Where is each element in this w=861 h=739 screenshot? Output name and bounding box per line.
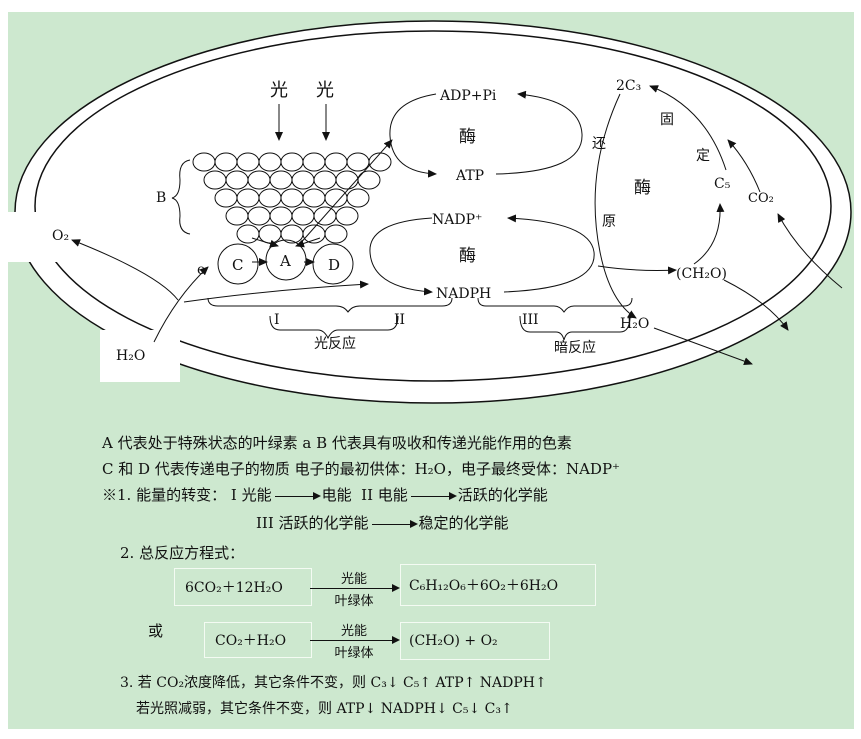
ch2o-label: (CH₂O)	[676, 266, 727, 282]
roman-2: II	[394, 312, 405, 328]
b-label: B	[156, 190, 166, 206]
dark-reaction-label: 暗反应	[554, 339, 596, 356]
condition-line-1: 3. 若 CO₂浓度降低，其它条件不变，则 C₃↓ C₅↑ ATP↑ NADPH…	[120, 675, 547, 691]
h2o-path	[153, 266, 209, 343]
o2-box	[8, 212, 76, 262]
roman-3: III	[522, 312, 539, 328]
c-label: C	[232, 256, 243, 274]
arrow-pigment-to-a-1	[251, 237, 279, 248]
eq2-right: (CH₂O) + O₂	[409, 633, 498, 649]
energy-iii-to: 稳定的化学能	[418, 514, 509, 532]
a-label: A	[279, 252, 291, 270]
chloroplast-inner	[34, 30, 832, 382]
co2-to-c5	[727, 139, 761, 193]
nadph-label: NADPH	[436, 286, 491, 302]
enzyme-top: 酶	[459, 127, 476, 147]
c3-label: 2C₃	[616, 78, 641, 94]
eq1-left-box: 6CO₂＋12H₂O	[174, 568, 312, 606]
note-line-2: C 和 D 代表传递电子的物质 电子的最初供体：H₂O，电子最终受体：NADP⁺	[102, 460, 620, 478]
atp-cycle-right	[495, 90, 583, 175]
h2o-out	[653, 327, 753, 366]
or-label: 或	[148, 622, 164, 640]
eq1-right-box: C₆H₁₂O₆＋6O₂＋6H₂O	[400, 564, 596, 606]
pigment-molecule	[346, 188, 370, 208]
h2o-left-label: H₂O	[116, 348, 145, 364]
h2o-box	[100, 330, 180, 382]
energy-ii-to: 活跃的化学能	[457, 486, 548, 504]
to-ch2o	[597, 265, 677, 275]
energy-line-2: III 活跃的化学能 稳定的化学能	[256, 512, 509, 533]
d-label: D	[328, 256, 340, 274]
energy-i-to: 电能	[321, 486, 352, 504]
nadp-cycle-left	[369, 217, 433, 296]
condition-line-2: 若光照减弱，其它条件不变，则 ATP↓ NADPH↓ C₅↓ C₃↑	[136, 701, 513, 717]
atp-cycle-left	[389, 93, 437, 178]
eq1-cond-top: 光能	[340, 572, 367, 587]
energy-i-label: I 光能	[230, 486, 272, 504]
brace-dark	[519, 315, 631, 341]
arrow-to-nadph	[183, 280, 369, 303]
c3-to-ch2o	[594, 93, 637, 319]
c5-to-c3	[649, 85, 727, 171]
eq2-cond-top: 光能	[340, 624, 367, 639]
ch2o-to-c5	[693, 203, 725, 265]
h2o-right-label: H₂O	[620, 316, 649, 332]
b-bracket	[171, 159, 191, 235]
arrow-a-to-atp	[297, 139, 393, 247]
eq1-condition: 光能 叶绿体	[310, 570, 400, 610]
eq2-cond-bottom: 叶绿体	[334, 646, 374, 661]
enzyme-mid: 酶	[459, 246, 476, 266]
energy-ii-arrow	[410, 491, 457, 500]
adp-pi-label: ADP+Pi	[439, 88, 497, 104]
energy-ii-label: II 电能	[361, 486, 408, 504]
arrow-pigment-to-a-2	[295, 237, 321, 248]
atp-label: ATP	[455, 168, 484, 184]
gu-label: 固	[660, 112, 674, 128]
energy-i-arrow	[274, 491, 321, 500]
energy-iii-label: III 活跃的化学能	[256, 514, 369, 532]
pigment-molecule	[335, 206, 359, 226]
huan-label: 还	[592, 136, 606, 152]
eq1-right: C₆H₁₂O₆＋6O₂＋6H₂O	[409, 578, 559, 594]
equation-title: 2. 总反应方程式：	[120, 544, 245, 562]
energy-line-1: ※1. 能量的转变： I 光能 电能 II 电能 活跃的化学能	[102, 484, 548, 505]
light-label-2: 光	[316, 80, 334, 101]
energy-title: ※1. 能量的转变：	[102, 486, 227, 504]
circle-c	[217, 243, 259, 285]
nadp-cycle-right	[503, 214, 595, 293]
pigment-molecule	[357, 170, 381, 190]
ch2o-out	[723, 279, 789, 331]
brace-iii	[477, 297, 633, 313]
eq1-cond-bottom: 叶绿体	[334, 594, 374, 609]
brace-light	[269, 315, 399, 340]
co2-label: CO₂	[748, 191, 774, 206]
nadp-plus-label: NADP⁺	[432, 212, 482, 228]
diagram-panel: 光 光 B A C D e O₂ H₂O ADP+Pi ATP 酶	[8, 12, 854, 729]
eq2-left: CO₂＋H₂O	[215, 633, 287, 649]
enzyme-right: 酶	[634, 178, 651, 198]
o2-path	[71, 239, 179, 301]
yuan-label: 原	[602, 214, 616, 230]
ding-label: 定	[696, 148, 710, 164]
eq1-left: 6CO₂＋12H₂O	[185, 580, 283, 596]
energy-iii-arrow	[371, 519, 418, 528]
photosynthesis-diagram: 光 光 B A C D e O₂ H₂O ADP+Pi ATP 酶	[8, 20, 852, 404]
light-label-1: 光	[270, 80, 288, 101]
co2-in	[777, 213, 843, 289]
pigment-molecule	[324, 224, 348, 244]
pigment-cluster	[192, 152, 392, 244]
o2-label: O₂	[52, 228, 69, 244]
note-line-1: A 代表处于特殊状态的叶绿素 a B 代表具有吸收和传递光能作用的色素	[102, 434, 572, 452]
eq2-condition: 光能 叶绿体	[310, 622, 400, 662]
brace-i-ii	[207, 297, 453, 313]
eq2-right-box: (CH₂O) + O₂	[400, 622, 550, 660]
eq2-left-box: CO₂＋H₂O	[204, 622, 312, 658]
roman-1: I	[274, 312, 280, 328]
e-label: e	[197, 262, 205, 278]
light-reaction-label: 光反应	[314, 335, 356, 352]
c5-label: C₅	[714, 176, 731, 192]
